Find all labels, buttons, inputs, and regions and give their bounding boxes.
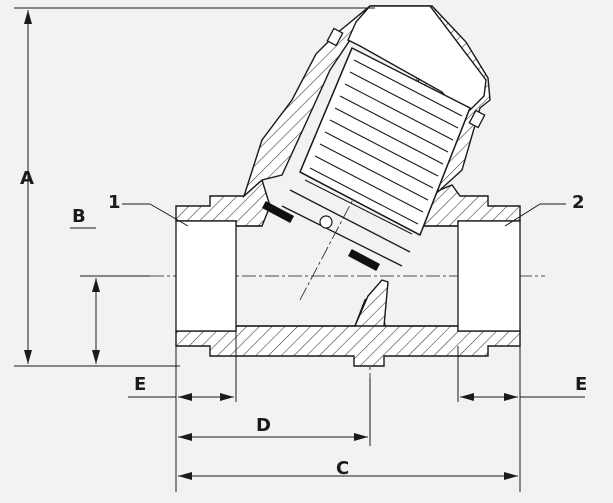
seals <box>261 200 381 272</box>
axis-pivot <box>319 215 333 229</box>
dim-label-d: D <box>256 415 271 436</box>
bore-lines <box>175 220 521 332</box>
seal-left <box>261 200 295 224</box>
strainer-cap <box>242 5 491 236</box>
screen-mesh <box>304 59 463 235</box>
screen-frame <box>281 27 486 267</box>
dim-label-e-left: E <box>134 374 146 395</box>
seal-right <box>347 248 381 272</box>
arrowheads <box>24 10 518 480</box>
seat-lip <box>353 279 389 327</box>
dim-label-e-right: E <box>575 374 587 395</box>
outlet-socket <box>457 220 521 332</box>
dim-label-c: C <box>336 458 349 479</box>
body-top-wall <box>175 178 271 227</box>
inlet-socket <box>175 220 237 332</box>
dim-label-a: A <box>20 168 34 189</box>
dim-label-b: B <box>72 206 86 227</box>
part-number-inlet: 1 <box>108 192 121 213</box>
valve-body <box>175 178 521 367</box>
part-number-outlet: 2 <box>572 192 585 213</box>
